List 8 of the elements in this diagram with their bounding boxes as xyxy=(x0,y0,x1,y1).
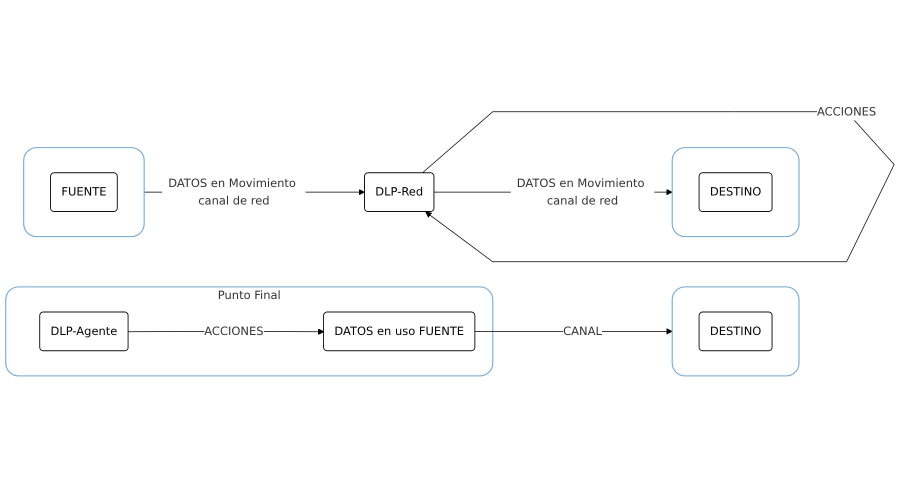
cluster xyxy=(672,286,800,376)
cluster xyxy=(672,147,800,238)
edge-label: DATOS en Movimiento canal de red xyxy=(168,176,296,208)
edge-label: ACCIONES xyxy=(816,104,876,118)
edge-label: ACCIONES xyxy=(204,324,264,338)
edge-label: DATOS en Movimiento canal de red xyxy=(516,176,645,208)
edge-label: CANAL xyxy=(563,324,602,338)
cluster xyxy=(23,147,145,238)
